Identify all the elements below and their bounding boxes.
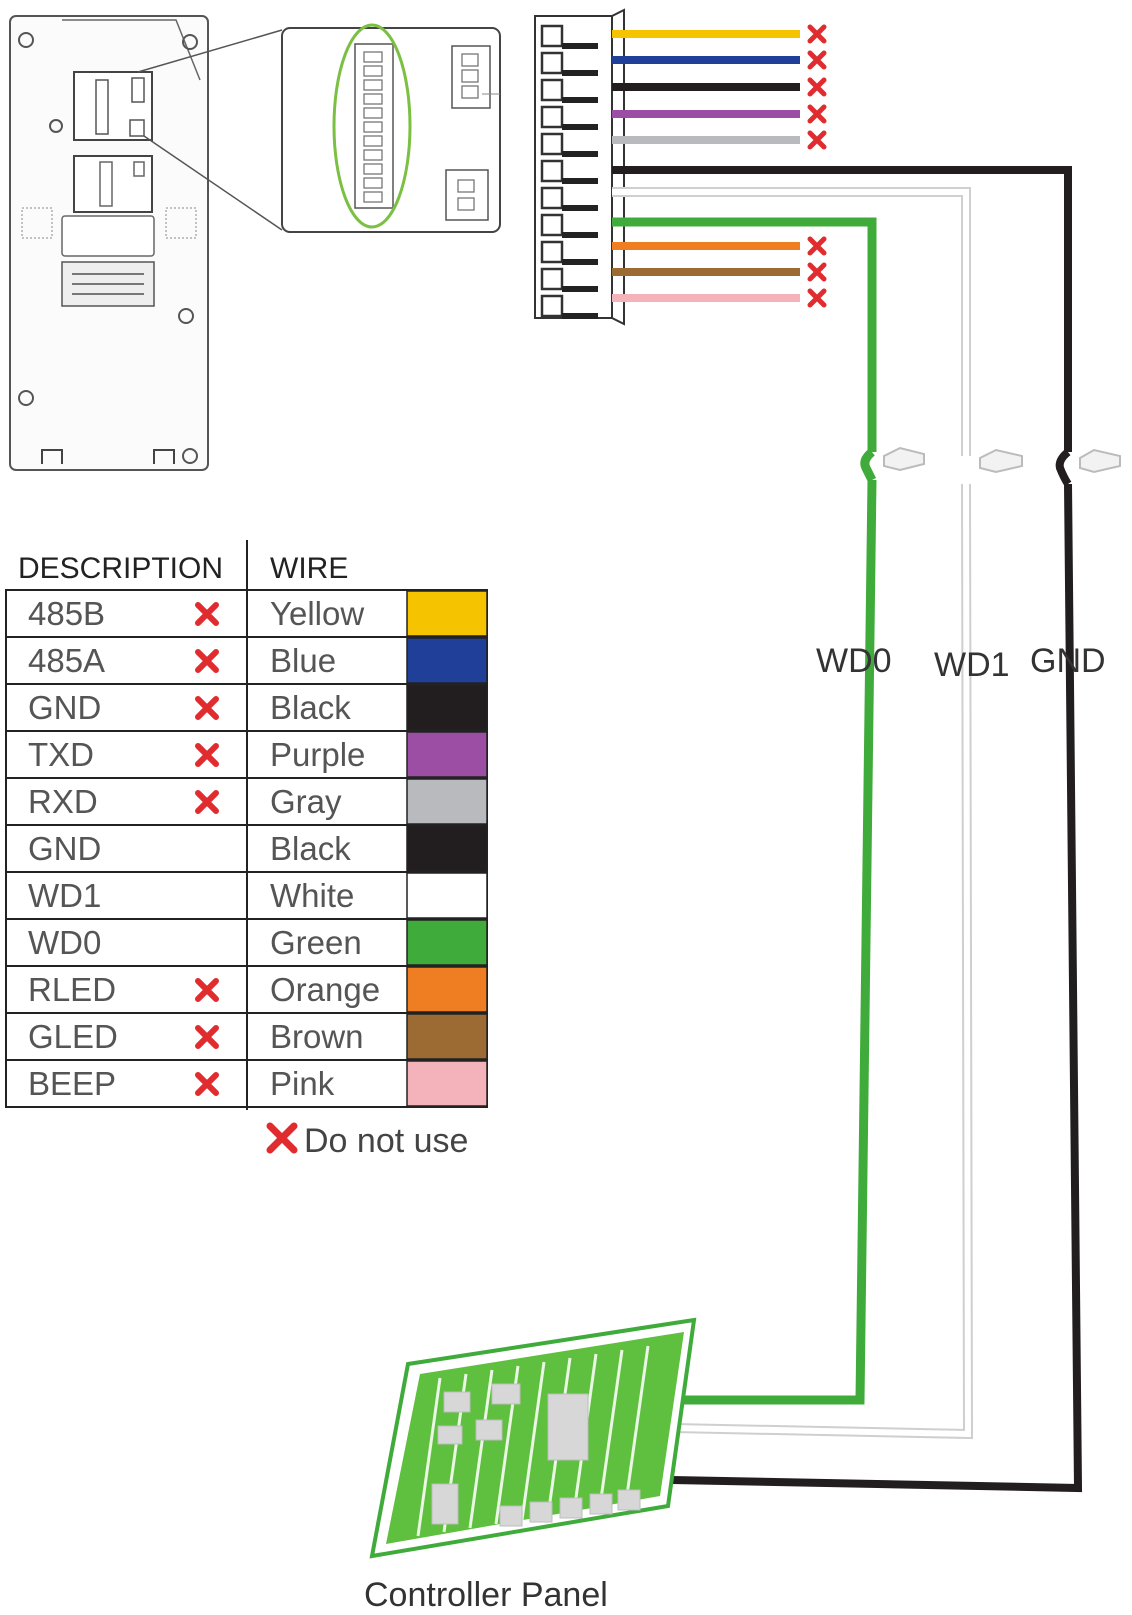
wire-color-swatch [406,731,488,778]
row-description: GND [28,689,101,726]
connected-wires [612,166,1121,1493]
do-not-use-icon [807,77,827,97]
do-not-use-icon [807,104,827,124]
connector-pin [540,159,564,183]
connector-pin [540,294,564,318]
unused-wire-stubs [612,24,827,308]
do-not-use-icon [195,743,219,767]
connector-pin [540,267,564,291]
wire-label-wd0: WD0 [816,642,892,680]
connector-pin [540,186,564,210]
wire-color-swatch [406,1013,488,1060]
wire-wd0 [612,217,877,1405]
connector-plug [534,8,625,326]
connector-pin [540,213,564,237]
row-description: WD1 [28,877,101,914]
row-wire-name: Black [270,830,351,867]
wire-color-swatch [406,966,488,1013]
do-not-use-icon [195,790,219,814]
controller-panel-label: Controller Panel [364,1576,608,1614]
table-row: TXD Purple [5,730,488,779]
row-description: RLED [28,971,116,1008]
do-not-use-icon [807,24,827,44]
wire-color-swatch [406,778,488,825]
do-not-use-icon [807,130,827,150]
wire-color-swatch [406,1060,488,1107]
wire-color-swatch [406,825,488,872]
table-row: GND Black [5,683,488,732]
wire-wd1 [612,187,974,1440]
do-not-use-icon [195,1072,219,1096]
table-row: 485A Blue [5,636,488,685]
connection-labels: WD0 WD1 GND [816,642,1106,684]
wire-color-swatch [406,919,488,966]
row-wire-name: Brown [270,1018,364,1055]
row-description: BEEP [28,1065,116,1102]
row-wire-name: Orange [270,971,380,1008]
row-wire-name: White [270,877,354,914]
connector-pin [540,132,564,156]
row-description: GND [28,830,101,867]
row-wire-name: Gray [270,783,342,820]
connector-pin [540,105,564,129]
wire-color-swatch [406,590,488,637]
row-description: WD0 [28,924,101,961]
row-description: 485B [28,595,105,632]
table-row: GLED Brown [5,1012,488,1061]
table-row: BEEP Pink [5,1059,488,1108]
do-not-use-label: Do not use [304,1122,468,1160]
wire-color-swatch [406,637,488,684]
crimp-connectors [883,446,1121,474]
wire-gnd [612,166,1083,1493]
table-row: 485B Yellow [5,589,488,638]
legend: Do not use [266,1122,468,1160]
table-row: GND Black [5,824,488,873]
zoom-lines [137,29,283,231]
wire-color-swatch [406,684,488,731]
do-not-use-icon [266,1122,298,1154]
do-not-use-icon [195,649,219,673]
device-back-panel [9,15,209,471]
do-not-use-icon [807,236,827,256]
row-description: TXD [28,736,94,773]
row-description: RXD [28,783,98,820]
table-row: RXD Gray [5,777,488,826]
controller-panel: Controller Panel [364,1317,697,1614]
connector-pin [540,51,564,75]
row-description: GLED [28,1018,118,1055]
do-not-use-icon [195,696,219,720]
wire-color-swatch [406,872,488,919]
header-wire: WIRE [270,552,348,585]
row-wire-name: Purple [270,736,365,773]
do-not-use-icon [807,50,827,70]
zoomed-connector-board [281,23,501,233]
row-wire-name: Green [270,924,362,961]
connector-pin [540,240,564,264]
do-not-use-icon [195,1025,219,1049]
row-wire-name: Black [270,689,351,726]
header-description: DESCRIPTION [18,552,223,585]
row-wire-name: Blue [270,642,336,679]
wire-label-gnd: GND [1030,642,1106,680]
connector-pin [540,24,564,48]
connector-pin [540,78,564,102]
do-not-use-icon [195,978,219,1002]
row-wire-name: Pink [270,1065,335,1102]
row-wire-name: Yellow [270,595,364,632]
connector-highlight-ring [332,23,412,229]
wire-label-wd1: WD1 [934,646,1010,684]
do-not-use-icon [195,602,219,626]
do-not-use-icon [807,262,827,282]
row-description: 485A [28,642,105,679]
do-not-use-icon [807,288,827,308]
